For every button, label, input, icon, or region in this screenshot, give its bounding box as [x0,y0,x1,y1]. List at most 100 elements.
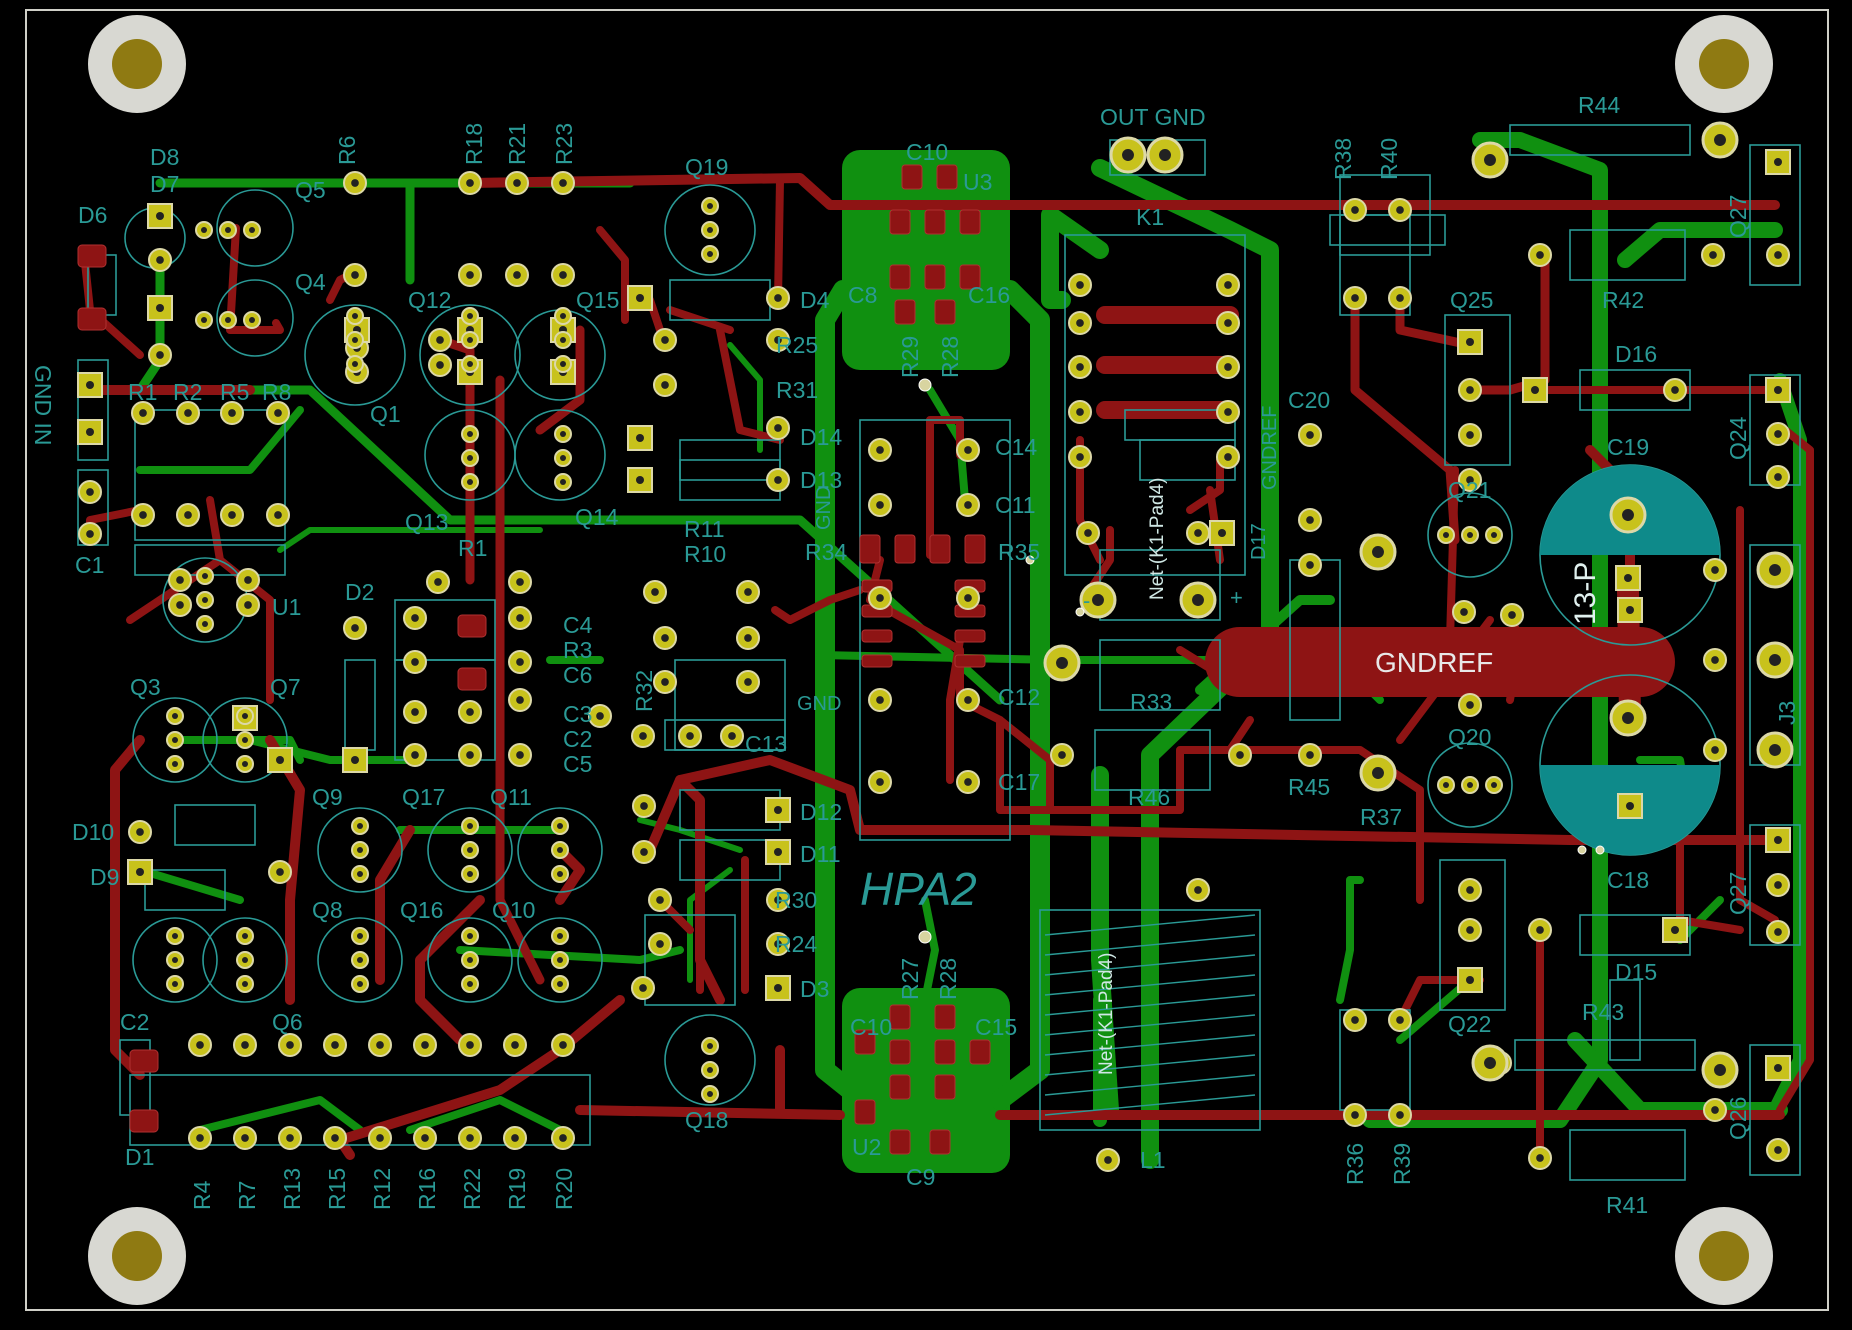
th-pad-hole [466,751,474,759]
th-pad-hole [707,1091,713,1097]
th-pad-hole [1218,529,1226,537]
th-pad-hole [557,823,563,829]
label-q7: Q7 [270,674,301,700]
th-pad-hole [242,761,248,767]
th-pad-hole [516,578,524,586]
th-pad-hole [774,896,782,904]
th-pad-hole [357,981,363,987]
mounting-hole-tr [1675,15,1773,113]
label-r20: R20 [551,1168,577,1210]
th-pad-square [627,467,653,493]
d1-pad-2 [129,1109,159,1133]
th-pad-square [147,295,173,321]
th-pad-hole [1076,453,1084,461]
th-pad-hole [661,381,669,389]
th-pad-hole [136,828,144,836]
th-pad-hole [744,678,752,686]
th-pad-hole [1084,529,1092,537]
label-q27: Q27 [1725,872,1751,915]
th-pad-hole [286,1041,294,1049]
th-pad-hole [466,179,474,187]
th-pad-hole [196,1134,204,1142]
th-pad-hole [1769,654,1781,666]
th-pad-hole [560,455,566,461]
th-pad-hole [1076,319,1084,327]
th-pad-hole [156,351,164,359]
th-pad-hole [172,713,178,719]
th-pad-hole [1769,744,1781,756]
th-pad-hole [249,317,255,323]
th-pad-hole [1466,431,1474,439]
th-pad-hole [774,336,782,344]
th-pad-hole [1443,532,1449,538]
label-q12: Q12 [408,287,451,313]
label-r29: R29 [897,336,923,378]
label-r16: R16 [414,1168,440,1210]
th-pad-hole [1192,594,1204,606]
label-r45: R45 [1288,774,1330,800]
mounting-hole-tl [88,15,186,113]
label-r46: R46 [1128,784,1170,810]
th-pad-hole [1774,836,1782,844]
label-gndref-vertical: GNDREF [1259,406,1281,490]
label-d3: D3 [800,976,829,1002]
th-pad-hole [1711,566,1719,574]
label-r8: R8 [262,379,291,405]
label-gnd-in: GND IN [30,365,56,446]
th-pad-hole [1536,251,1544,259]
th-pad-hole [1372,546,1384,558]
label-out-gnd: OUT GND [1100,104,1206,130]
d1-pad-1 [129,1049,159,1073]
th-pad-hole [1194,886,1202,894]
label-r23: R23 [551,123,577,165]
label-r42: R42 [1602,287,1644,313]
label-r36: R36 [1342,1143,1368,1185]
vias [918,378,1605,944]
label-q14: Q14 [575,504,619,530]
th-pad-hole [1122,149,1134,161]
th-pad-hole [560,431,566,437]
th-pad-hole [707,203,713,209]
th-pad-hole [357,957,363,963]
th-pad-hole [242,713,248,719]
th-pad-hole [1076,408,1084,416]
th-pad-hole [156,256,164,264]
th-pad-hole [557,871,563,877]
th-pad-hole [1306,561,1314,569]
label-r15: R15 [324,1168,350,1210]
th-pad-hole [1774,473,1782,481]
label-c11: C11 [995,492,1036,518]
th-pad-hole [876,594,884,602]
th-pad-hole [964,446,972,454]
label-c16: C16 [968,282,1010,308]
th-pad-hole [774,294,782,302]
th-pad-hole [466,1134,474,1142]
th-pad-hole [1306,751,1314,759]
label-q8: Q8 [312,897,343,923]
th-pad-hole [202,573,208,579]
label-r37: R37 [1360,804,1402,830]
th-pad-hole [467,981,473,987]
th-pad-hole [1491,782,1497,788]
th-pad-hole [139,511,147,519]
label-d6: D6 [78,202,107,228]
label-c2: C2 [563,726,592,752]
th-pad-hole [172,933,178,939]
th-pad-hole [436,336,444,344]
th-pad-hole [1224,363,1232,371]
th-pad-hole [513,179,521,187]
th-pad-hole [1466,476,1474,484]
th-pad-hole [774,940,782,948]
th-pad-hole [744,588,752,596]
label-d2: D2 [345,579,374,605]
via [918,930,932,944]
th-pad-hole [1224,453,1232,461]
th-pad-hole [656,940,664,948]
label-gndref-big: GNDREF [1375,647,1493,678]
label-q3: Q3 [130,674,161,700]
th-pad-hole [707,1067,713,1073]
label-q25: Q25 [1450,287,1493,313]
label-d9: D9 [90,864,119,890]
th-pad-hole [1626,606,1634,614]
